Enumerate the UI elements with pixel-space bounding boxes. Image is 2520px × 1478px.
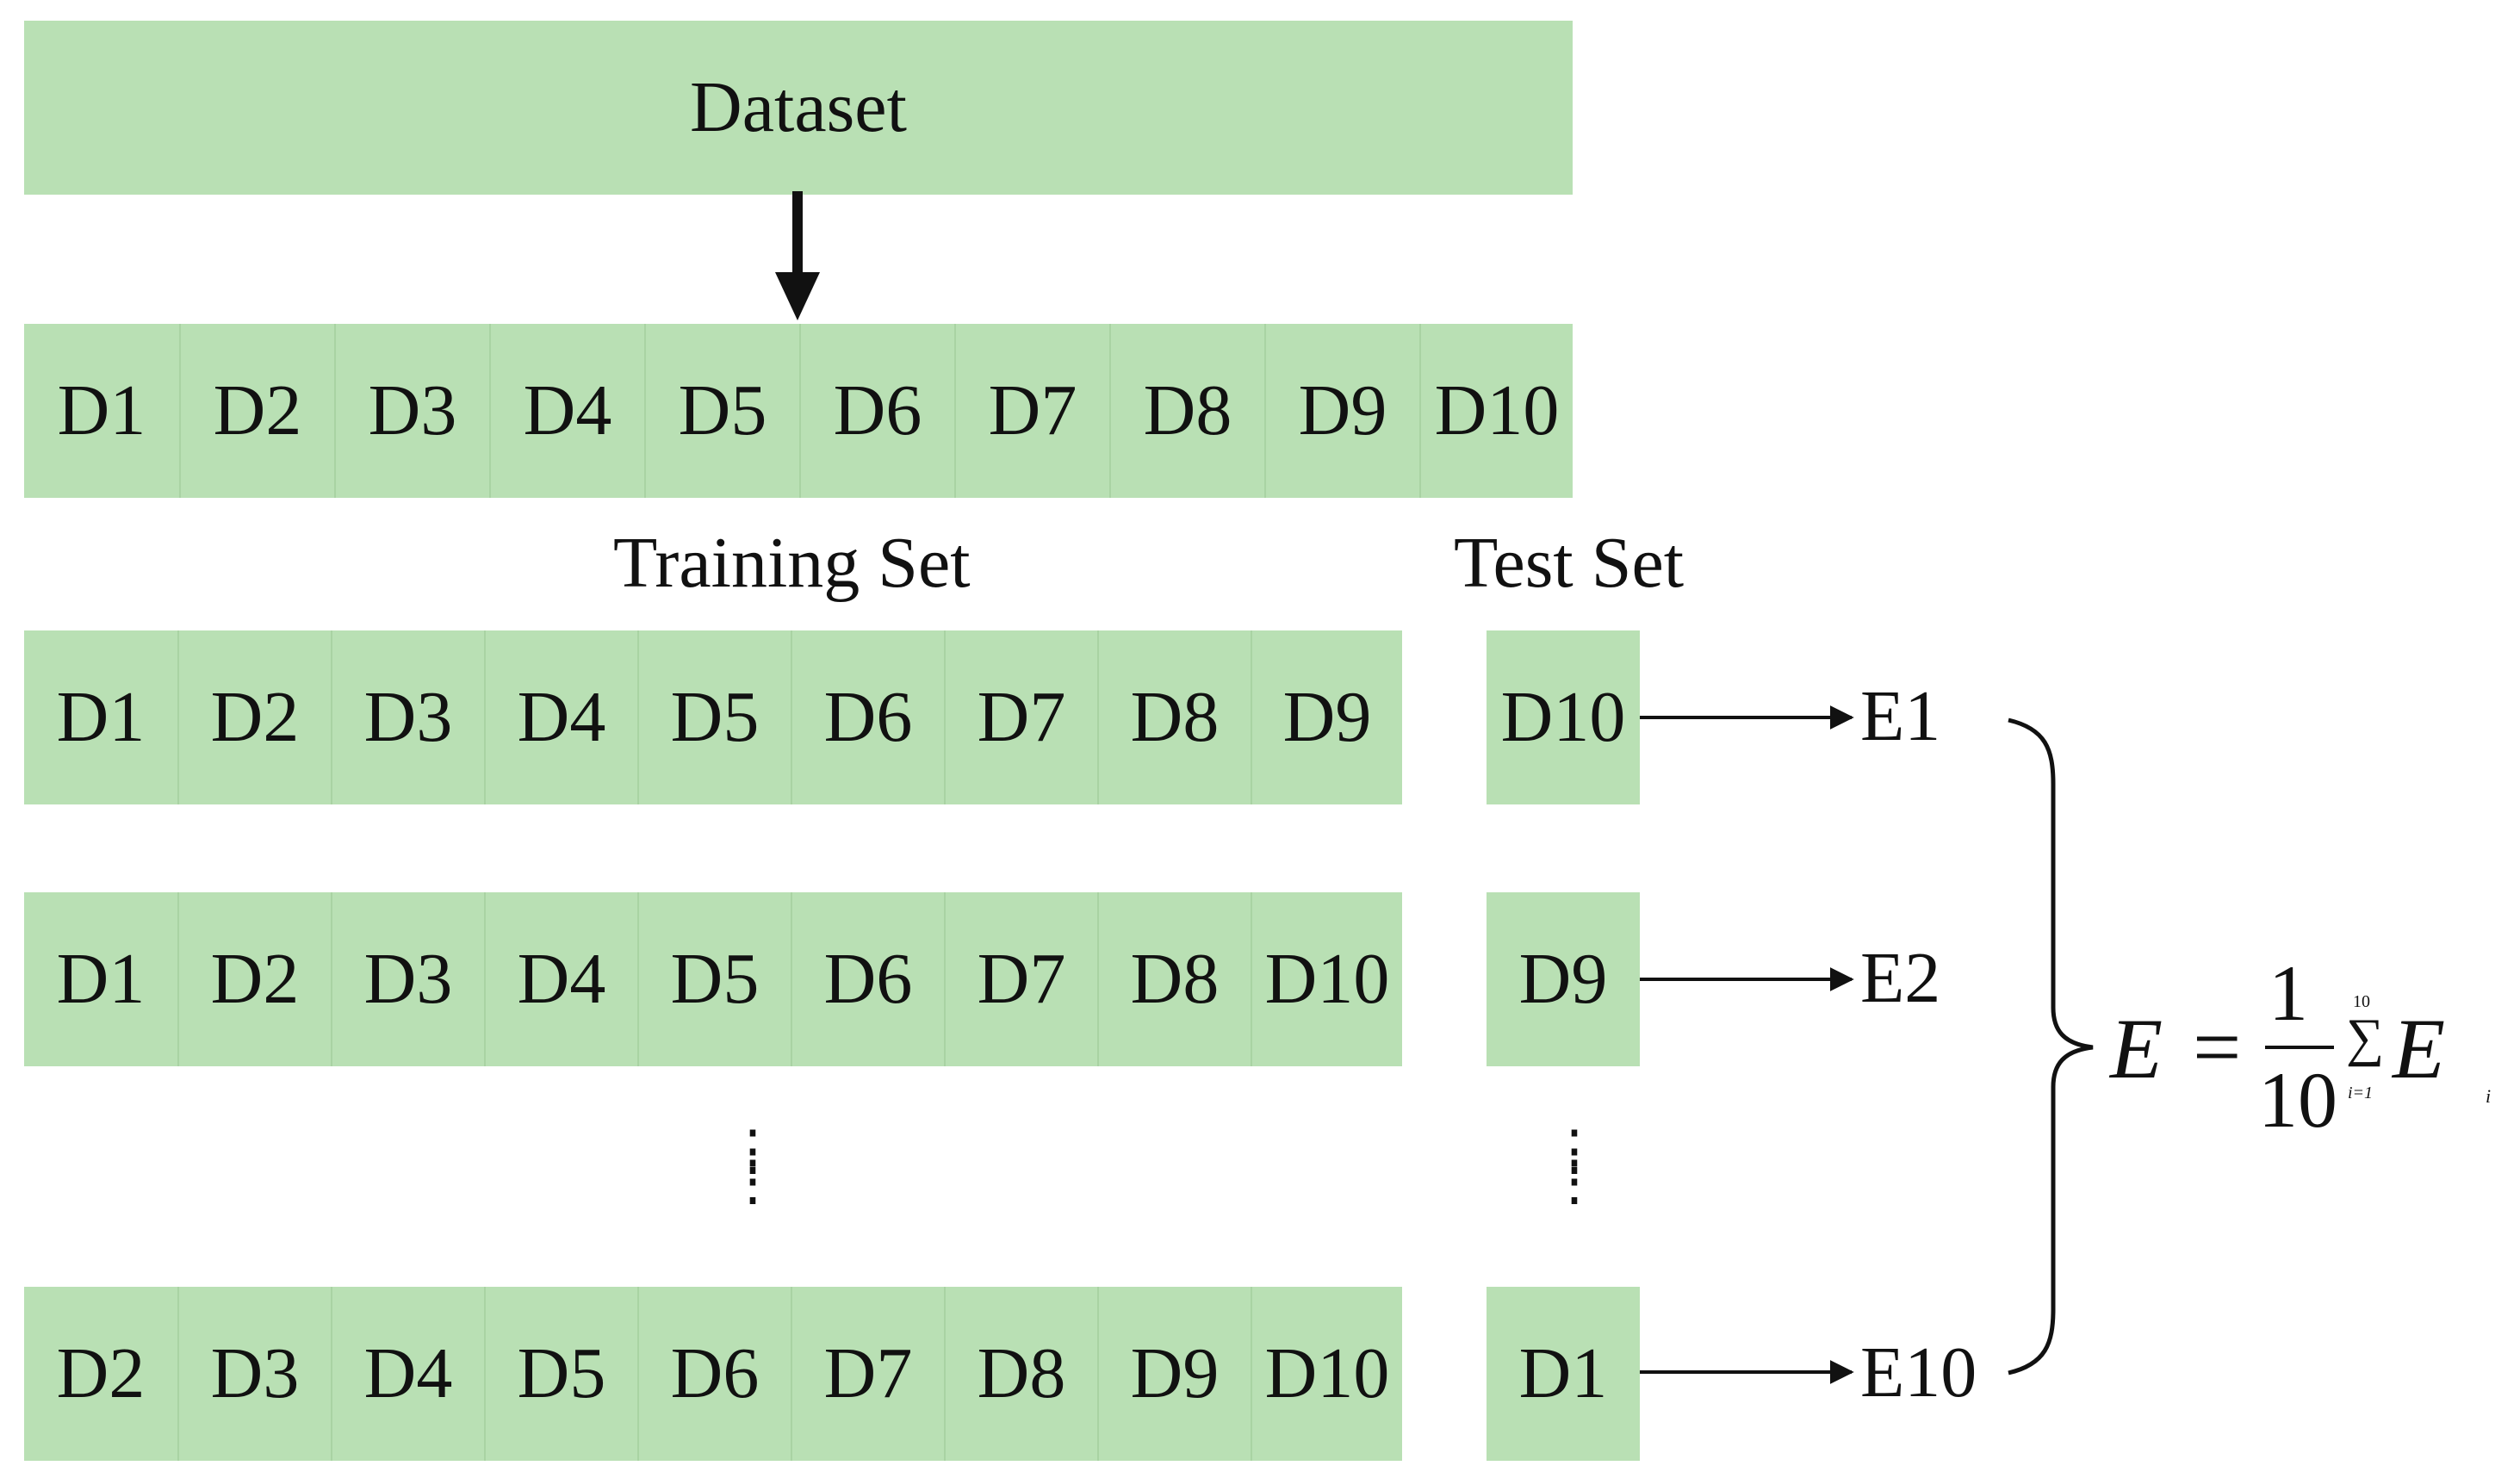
test-cell: D1 (1487, 1287, 1640, 1461)
dataset-label: Dataset (690, 67, 907, 147)
sum-upper-limit: 10 (2353, 992, 2370, 1011)
train-cell: D5 (484, 1287, 637, 1461)
formula-equals: = (2193, 999, 2242, 1095)
split-cell: D9 (1264, 324, 1419, 498)
split-cell: D3 (334, 324, 489, 498)
formula-term: E (2393, 1001, 2446, 1096)
train-cell: D5 (637, 892, 791, 1066)
train-cell: D4 (484, 892, 637, 1066)
train-cell: D3 (177, 1287, 331, 1461)
train-cell: D8 (944, 1287, 1097, 1461)
fraction-bar (2265, 1046, 2334, 1049)
average-error-formula: E = 1 10 10 ∑ i=1 E i (2110, 939, 2515, 1163)
test-set-header: Test Set (1454, 523, 1685, 603)
train-cell: D6 (637, 1287, 791, 1461)
split-cell: D6 (799, 324, 954, 498)
sum-lower-limit: i=1 (2348, 1084, 2374, 1102)
train-cell: D3 (331, 630, 484, 804)
split-cell: D1 (24, 324, 179, 498)
dataset-box: Dataset (24, 21, 1573, 195)
formula-numerator: 1 (2269, 949, 2308, 1037)
error-label: E1 (1860, 676, 1941, 756)
train-cell: D6 (791, 630, 944, 804)
error-label: E10 (1860, 1332, 1977, 1413)
train-cell: D7 (791, 1287, 944, 1461)
train-cell: D9 (1251, 630, 1402, 804)
train-cell: D7 (944, 892, 1097, 1066)
train-cell: D8 (1097, 892, 1251, 1066)
error-label: E2 (1860, 938, 1941, 1018)
train-cell: D4 (484, 630, 637, 804)
test-cell: D9 (1487, 892, 1640, 1066)
split-cell: D2 (179, 324, 334, 498)
train-cell: D3 (331, 892, 484, 1066)
train-cell: D6 (791, 892, 944, 1066)
sigma-icon: ∑ (2346, 1009, 2385, 1067)
train-cell: D10 (1251, 892, 1402, 1066)
formula-denominator: 10 (2258, 1056, 2337, 1144)
split-cell: D4 (489, 324, 644, 498)
split-cell: D10 (1419, 324, 1573, 498)
train-cell: D9 (1097, 1287, 1251, 1461)
split-cell: D7 (954, 324, 1109, 498)
split-cell: D8 (1109, 324, 1264, 498)
formula-term-subscript: i (2486, 1085, 2492, 1107)
test-cell: D10 (1487, 630, 1640, 804)
train-cell: D1 (24, 892, 177, 1066)
train-cell: D10 (1251, 1287, 1402, 1461)
train-cell: D1 (24, 630, 177, 804)
train-cell: D5 (637, 630, 791, 804)
train-cell: D2 (24, 1287, 177, 1461)
train-cell: D8 (1097, 630, 1251, 804)
formula-lhs: E (2110, 1001, 2163, 1096)
down-arrow-icon (775, 191, 820, 320)
right-brace-icon (2008, 717, 2094, 1376)
train-cell: D2 (177, 630, 331, 804)
train-cell: D4 (331, 1287, 484, 1461)
train-cell: D2 (177, 892, 331, 1066)
train-cell: D7 (944, 630, 1097, 804)
training-set-header: Training Set (613, 523, 971, 603)
split-cell: D5 (644, 324, 799, 498)
